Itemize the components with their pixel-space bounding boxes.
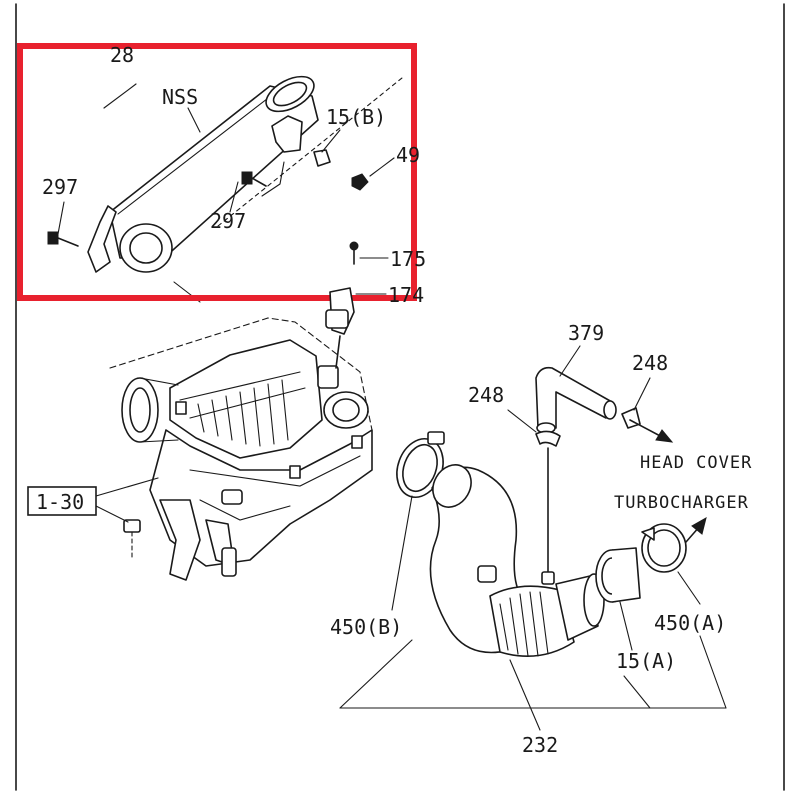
- bolt-297-left[interactable]: [47, 231, 79, 247]
- clamp-248-right[interactable]: [621, 407, 641, 429]
- label-head-cover: HEAD COVER: [640, 453, 752, 473]
- highlight-box: [17, 43, 417, 301]
- label-232: 232: [522, 733, 558, 757]
- label-nss: NSS: [162, 85, 198, 109]
- label-450b: 450(B): [330, 615, 402, 639]
- label-15b: 15(B): [326, 105, 386, 129]
- sensor-clip-174[interactable]: [325, 287, 355, 369]
- bolt-1-30[interactable]: [123, 519, 141, 561]
- label-297-left: 297: [42, 175, 78, 199]
- screw-175[interactable]: [349, 241, 359, 265]
- grommet-15b[interactable]: [313, 149, 331, 167]
- clamp-248-left[interactable]: [535, 430, 561, 447]
- arrow-head-cover: [629, 419, 674, 443]
- label-450a: 450(A): [654, 611, 726, 635]
- arrow-turbocharger: [685, 516, 707, 543]
- bolt-297-mid[interactable]: [241, 171, 267, 187]
- upper-duct-group[interactable]: [87, 69, 403, 303]
- label-248-right: 248: [632, 351, 668, 375]
- label-1-30: 1-30: [36, 490, 84, 514]
- air-cleaner-assembly[interactable]: [109, 317, 373, 581]
- nut-49[interactable]: [351, 173, 369, 191]
- label-248-left: 248: [468, 383, 504, 407]
- sensor-rod: [541, 447, 555, 585]
- label-49: 49: [396, 143, 420, 167]
- label-28: 28: [110, 43, 134, 67]
- label-175: 175: [390, 247, 426, 271]
- label-379: 379: [568, 321, 604, 345]
- diagram-frame: [15, 3, 785, 791]
- air-duct-232[interactable]: [425, 458, 605, 658]
- label-297-mid: 297: [210, 209, 246, 233]
- label-174: 174: [388, 283, 424, 307]
- leader-lines: [57, 83, 727, 731]
- grommet-15a[interactable]: [595, 547, 641, 603]
- label-turbocharger: TURBOCHARGER: [614, 493, 749, 513]
- label-15a: 15(A): [616, 649, 676, 673]
- hose-379[interactable]: [535, 366, 617, 434]
- clamp-450a[interactable]: [641, 523, 687, 573]
- ref-box-1-30[interactable]: 1-30: [27, 486, 97, 516]
